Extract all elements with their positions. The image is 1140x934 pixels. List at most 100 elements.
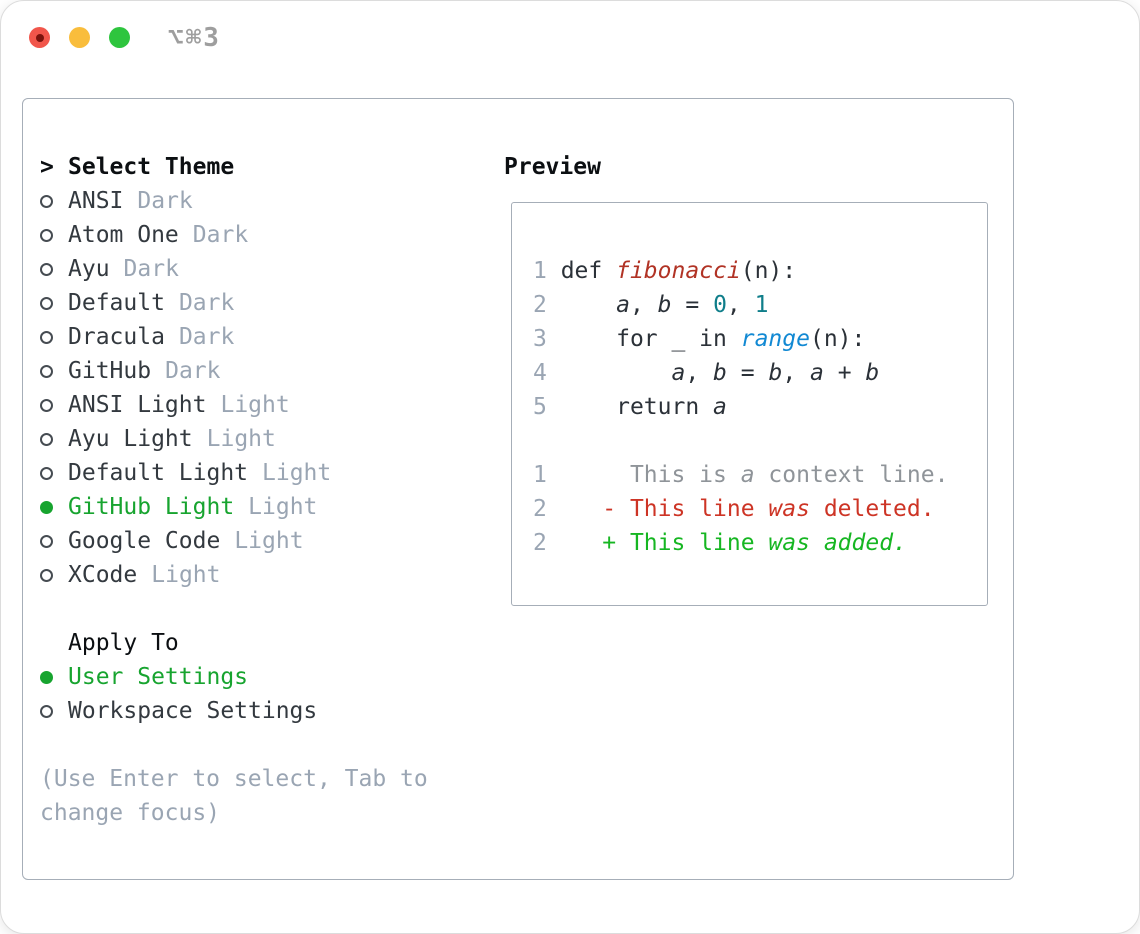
- code-line: 2 + This line was added.: [533, 526, 987, 560]
- code-segment: + This line: [560, 530, 769, 556]
- code-segment: - This line: [560, 496, 769, 522]
- code-segment: a: [616, 292, 630, 318]
- code-segment: fibonacci: [616, 258, 741, 284]
- theme-item[interactable]: ANSI Light Light: [40, 388, 495, 422]
- line-number: 4: [533, 360, 561, 386]
- theme-item[interactable]: Dracula Dark: [40, 320, 495, 354]
- code-segment: [561, 292, 616, 318]
- code-segment: for _ in: [560, 326, 741, 352]
- radio-selected-icon: [40, 670, 68, 684]
- close-dot-icon: [35, 33, 44, 42]
- apply-to-title: Apply To: [68, 630, 179, 656]
- code-line: 4 a, b = b, a + b: [533, 356, 987, 390]
- radio-circle: [40, 330, 53, 344]
- code-segment: range: [740, 326, 810, 352]
- theme-item[interactable]: XCode Light: [40, 558, 495, 592]
- radio-icon: [40, 704, 68, 718]
- theme-variant: Dark: [137, 188, 193, 214]
- radio-circle: [40, 466, 53, 480]
- apply-option-label: User Settings: [68, 664, 249, 690]
- theme-item-label: GitHub: [68, 358, 152, 384]
- window-title: ⌥⌘3: [168, 23, 221, 53]
- line-number: 1: [533, 462, 561, 488]
- apply-option[interactable]: User Settings: [40, 660, 495, 694]
- theme-item-label: Default: [68, 290, 165, 316]
- code-segment: 0: [713, 292, 727, 318]
- spacer: [40, 592, 495, 626]
- code-line: 2 - This line was deleted.: [533, 492, 987, 526]
- theme-item-label: Default Light: [68, 460, 249, 486]
- theme-item-label: Dracula: [68, 324, 165, 350]
- radio-icon: [40, 296, 68, 310]
- prompt-icon: >: [40, 154, 54, 180]
- code-segment: ,: [629, 292, 658, 318]
- line-number: 2: [533, 530, 561, 556]
- radio-circle: [40, 704, 53, 718]
- radio-icon: [40, 228, 68, 242]
- code-segment: def: [560, 258, 617, 284]
- code-segment: deleted.: [809, 496, 935, 522]
- radio-circle: [40, 568, 53, 582]
- code-segment: added.: [823, 530, 907, 556]
- radio-icon: [40, 330, 68, 344]
- radio-circle: [40, 194, 53, 208]
- theme-variant: Dark: [178, 324, 235, 350]
- radio-icon: [40, 534, 68, 548]
- code-segment: +: [823, 360, 866, 386]
- radio-circle: [40, 228, 53, 242]
- zoom-button[interactable]: [109, 27, 130, 48]
- code-segment: b: [768, 360, 783, 386]
- radio-selected-icon: [40, 500, 68, 514]
- close-button[interactable]: [29, 27, 50, 48]
- theme-item-label: ANSI Light: [68, 392, 207, 418]
- radio-circle: [40, 670, 53, 684]
- theme-variant: Light: [220, 392, 290, 418]
- radio-circle: [40, 534, 53, 548]
- hint-line-1: (Use Enter to select, Tab to: [40, 766, 428, 792]
- code-segment: =: [726, 360, 769, 386]
- theme-item-label: XCode: [68, 562, 138, 588]
- theme-variant: Dark: [192, 222, 249, 248]
- line-number: 3: [533, 326, 561, 352]
- code-segment: ,: [782, 360, 811, 386]
- hint-line-2: change focus): [40, 800, 221, 826]
- line-number: 1: [533, 258, 561, 284]
- code-segment: (n):: [809, 326, 866, 352]
- code-segment: a: [810, 360, 824, 386]
- minimize-button[interactable]: [69, 27, 90, 48]
- apply-option[interactable]: Workspace Settings: [40, 694, 495, 728]
- traffic-lights: [29, 27, 130, 48]
- radio-icon: [40, 466, 68, 480]
- code-segment: a: [671, 360, 686, 386]
- code-segment: 1: [754, 292, 769, 318]
- code-segment: return: [560, 394, 714, 420]
- code-segment: a: [713, 394, 727, 420]
- apply-option-label: Workspace Settings: [68, 698, 318, 724]
- theme-variant: Light: [151, 562, 221, 588]
- radio-circle: [40, 262, 53, 276]
- code-segment: b: [865, 360, 880, 386]
- theme-variant: Light: [206, 426, 276, 452]
- code-line: 5 return a: [533, 390, 987, 424]
- code-segment: (n):: [740, 258, 797, 284]
- select-theme-header: > Select Theme: [40, 150, 495, 184]
- theme-variant: Light: [248, 494, 318, 520]
- code-line: [533, 424, 987, 458]
- code-segment: This is: [560, 462, 741, 488]
- code-segment: =: [671, 292, 714, 318]
- code-segment: context line.: [754, 462, 949, 488]
